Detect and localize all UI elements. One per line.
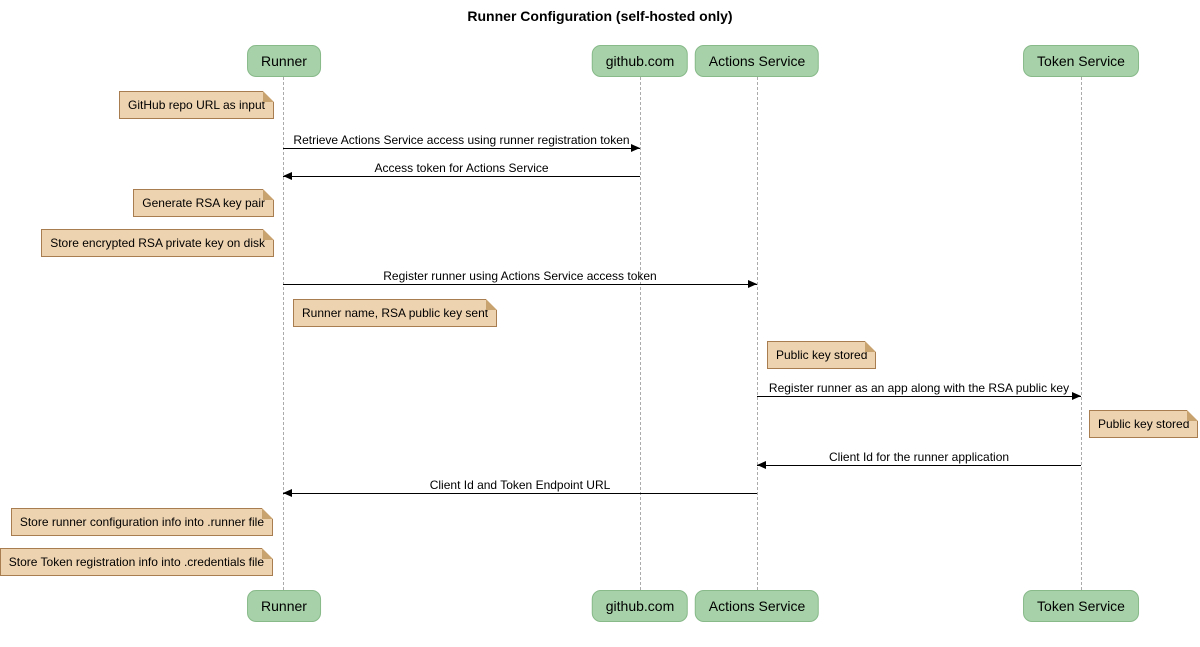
participant-runner-bottom: Runner	[247, 590, 321, 622]
arrow-left-icon	[283, 172, 640, 180]
message-register-runner: Register runner using Actions Service ac…	[283, 269, 757, 288]
participant-token-service-top: Token Service	[1023, 45, 1139, 77]
message-label: Register runner as an app along with the…	[768, 381, 1070, 395]
message-register-runner-app: Register runner as an app along with the…	[757, 381, 1081, 400]
note-generate-rsa-key: Generate RSA key pair	[133, 189, 274, 217]
arrow-left-icon	[757, 461, 1081, 469]
participant-runner-top: Runner	[247, 45, 321, 77]
arrow-right-icon	[283, 280, 757, 288]
message-label: Retrieve Actions Service access using ru…	[293, 133, 630, 147]
arrow-right-icon	[757, 392, 1081, 400]
note-store-private-key: Store encrypted RSA private key on disk	[41, 229, 274, 257]
lifeline-actions-service	[757, 77, 758, 590]
lifeline-token-service	[1081, 77, 1082, 590]
participant-github-top: github.com	[591, 45, 689, 77]
participant-actions-service-top: Actions Service	[694, 45, 820, 77]
note-runner-name-sent: Runner name, RSA public key sent	[293, 299, 498, 327]
note-public-key-stored-token: Public key stored	[1089, 410, 1199, 438]
message-retrieve-actions-access: Retrieve Actions Service access using ru…	[283, 133, 640, 152]
message-access-token: Access token for Actions Service	[283, 161, 640, 180]
message-label: Client Id and Token Endpoint URL	[429, 478, 611, 492]
arrow-left-icon	[283, 489, 757, 497]
note-public-key-stored-actions: Public key stored	[767, 341, 877, 369]
message-label: Client Id for the runner application	[828, 450, 1010, 464]
lifeline-runner	[283, 77, 284, 590]
message-client-id-endpoint: Client Id and Token Endpoint URL	[283, 478, 757, 497]
note-store-runner-file: Store runner configuration info into .ru…	[10, 508, 274, 536]
diagram-title: Runner Configuration (self-hosted only)	[467, 8, 733, 24]
arrow-right-icon	[283, 144, 640, 152]
message-client-id-runner-app: Client Id for the runner application	[757, 450, 1081, 469]
participant-token-service-bottom: Token Service	[1023, 590, 1139, 622]
participant-github-bottom: github.com	[591, 590, 689, 622]
message-label: Access token for Actions Service	[374, 161, 549, 175]
lifeline-github	[640, 77, 641, 590]
note-github-repo-url: GitHub repo URL as input	[119, 91, 274, 119]
message-label: Register runner using Actions Service ac…	[383, 269, 657, 283]
note-store-credentials-file: Store Token registration info into .cred…	[0, 548, 274, 576]
participant-actions-service-bottom: Actions Service	[694, 590, 820, 622]
